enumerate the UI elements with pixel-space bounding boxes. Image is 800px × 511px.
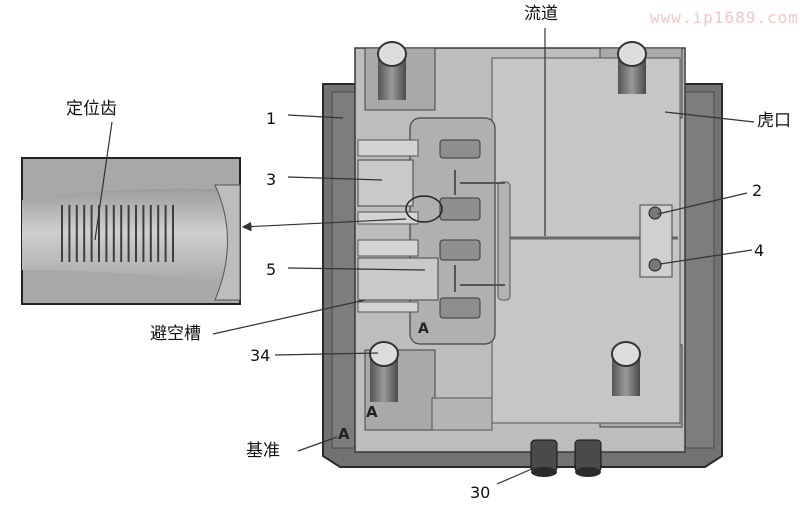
label-3: 3 xyxy=(266,170,277,189)
mark-a-cavity: A xyxy=(418,321,429,337)
leader-lines xyxy=(94,28,755,485)
detail-inset xyxy=(21,157,241,305)
detail-circle xyxy=(405,195,443,223)
label-bikongcao: 避空槽 xyxy=(150,324,201,344)
label-dingweichi: 定位齿 xyxy=(66,99,117,119)
mark-a-base: A xyxy=(338,425,350,443)
label-34: 34 xyxy=(250,346,271,365)
guide-pins xyxy=(369,41,647,402)
mark-a-corner: A xyxy=(366,403,378,421)
water-fittings xyxy=(530,439,602,477)
label-5: 5 xyxy=(266,260,277,279)
label-2: 2 xyxy=(752,181,763,200)
label-4: 4 xyxy=(754,241,765,260)
label-30: 30 xyxy=(470,483,491,502)
label-liudao: 流道 xyxy=(524,4,558,24)
label-hukou: 虎口 xyxy=(757,111,791,131)
label-1: 1 xyxy=(266,109,277,128)
watermark-text: www.ip1689.com xyxy=(650,8,799,27)
label-jizhun: 基准 xyxy=(246,441,280,461)
